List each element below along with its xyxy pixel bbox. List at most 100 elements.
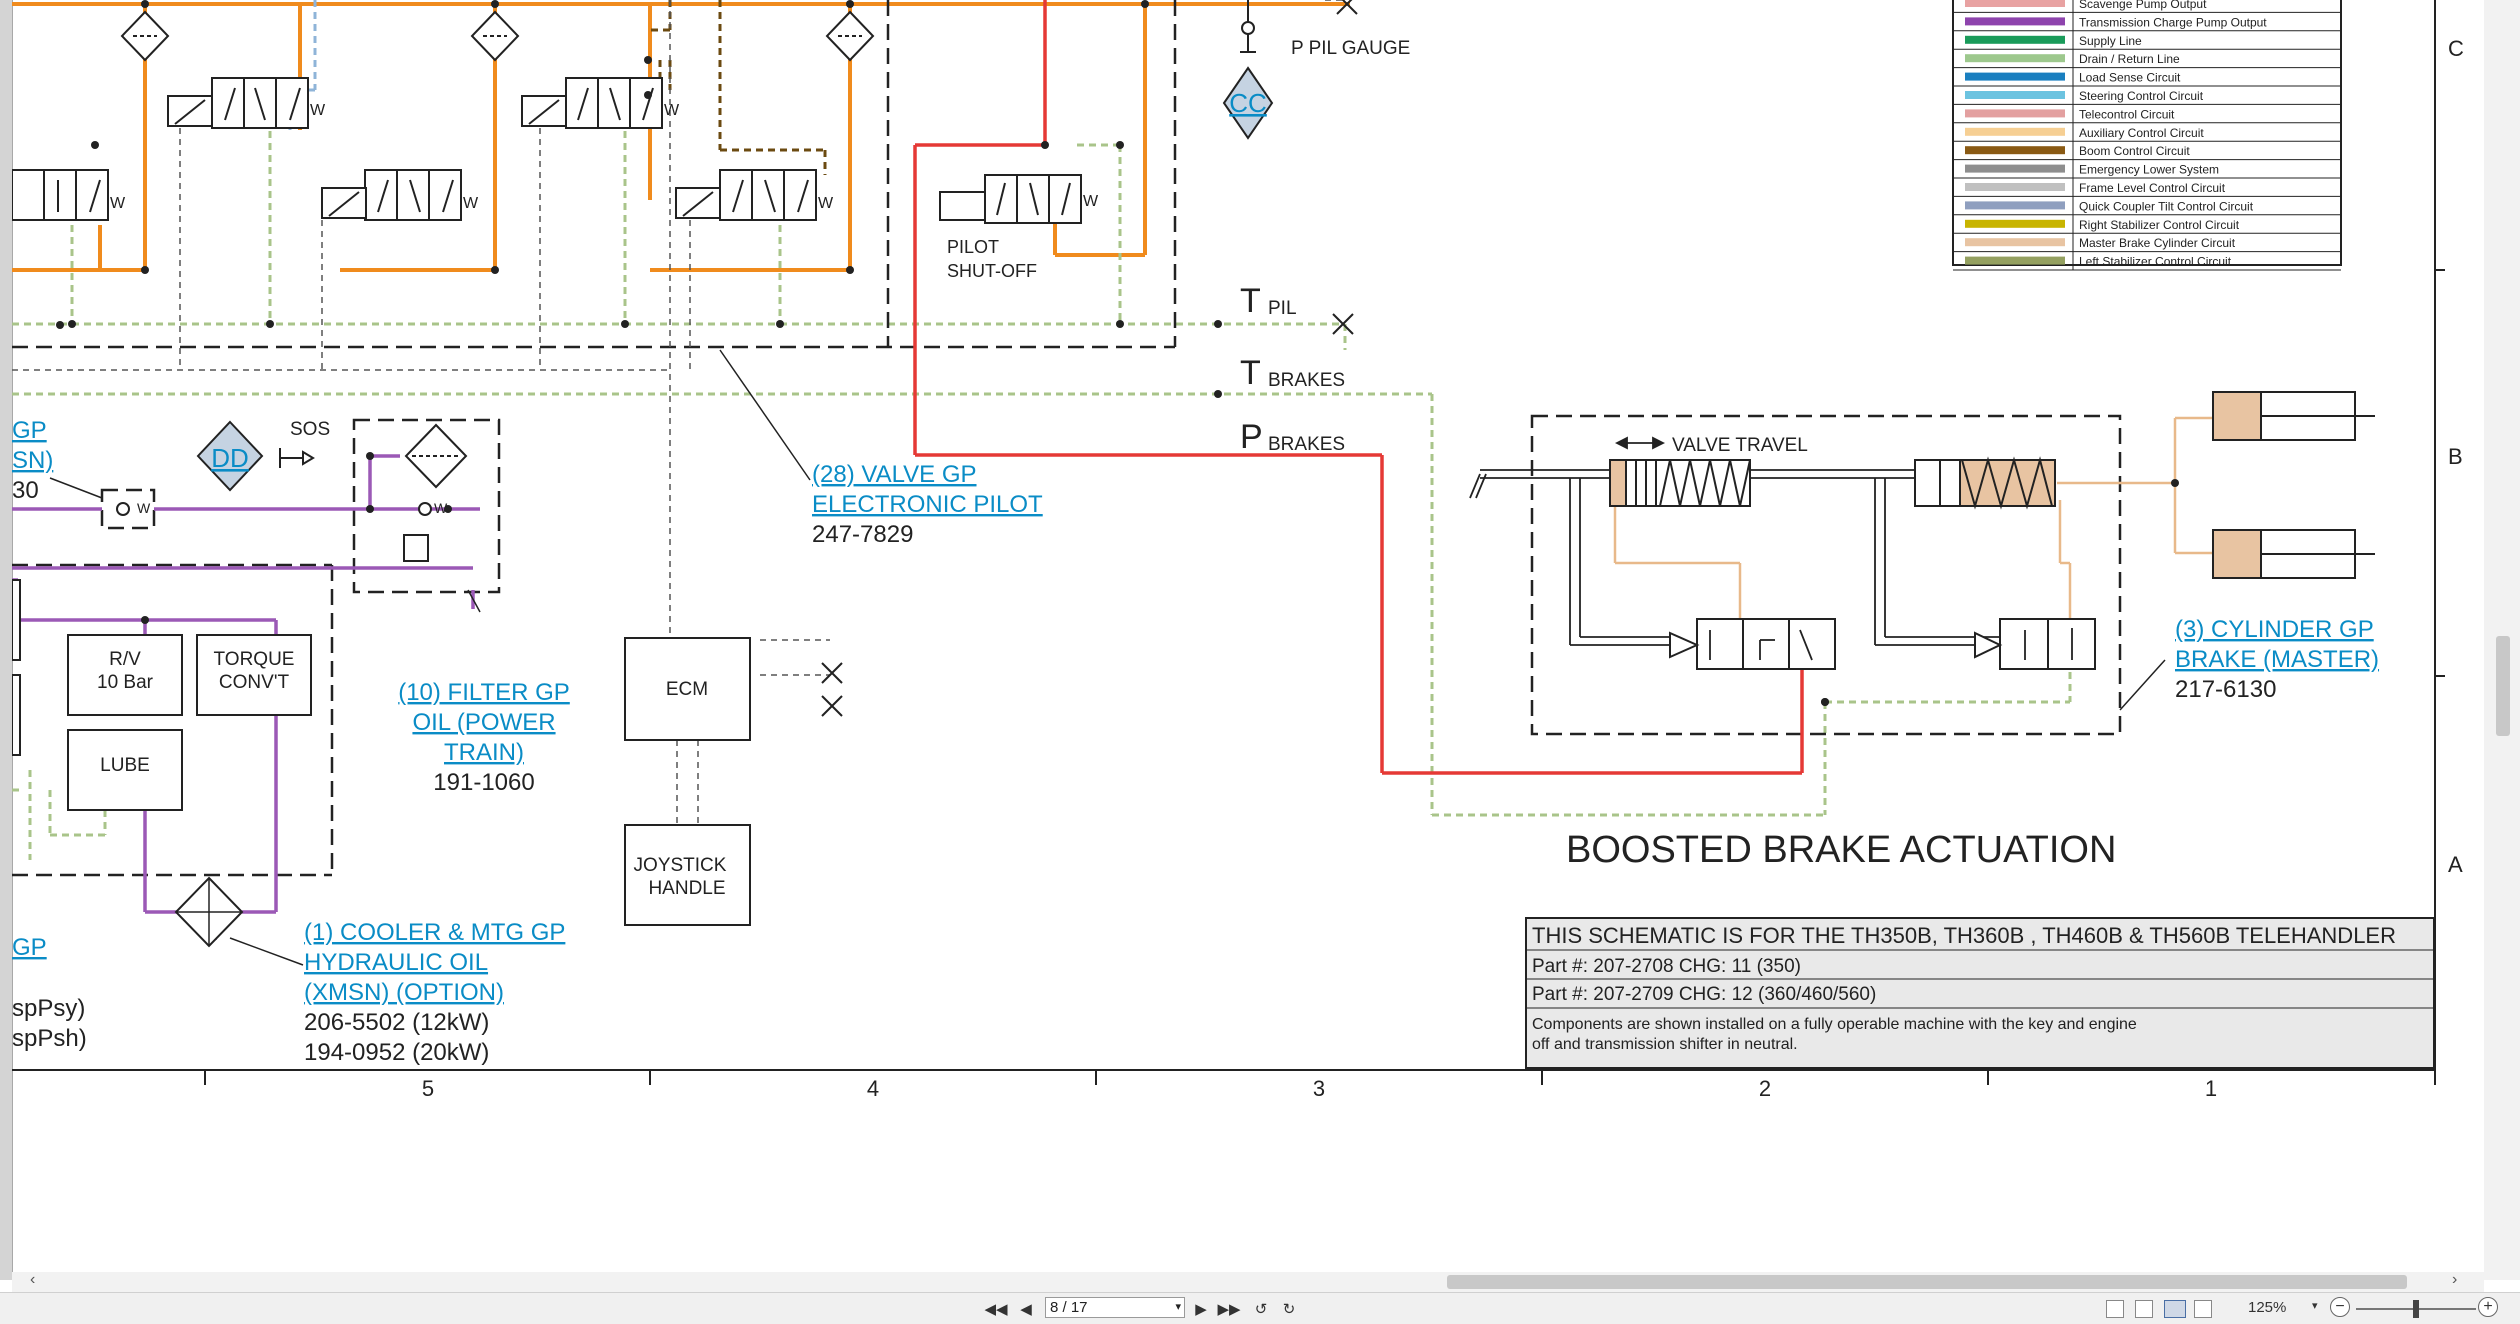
valve-pilot-part: 247-7829 — [812, 521, 913, 548]
svg-text:206-5502 (12kW): 206-5502 (12kW) — [304, 1009, 489, 1036]
svg-text:BRAKE (MASTER)[interactable]: BRAKE (MASTER) — [2175, 646, 2379, 673]
scroll-split-view-icon[interactable] — [2194, 1300, 2212, 1318]
continuous-view-icon[interactable] — [2135, 1300, 2153, 1318]
grid-col-5: 5 — [422, 1076, 434, 1101]
svg-text:PIL: PIL — [1268, 298, 1297, 319]
valve-travel-label: VALVE TRAVEL — [1672, 435, 1808, 456]
p-brakes-label: P — [1240, 418, 1263, 456]
legend-swatch — [1965, 201, 2065, 210]
legend-label: Transmission Charge Pump Output — [2079, 15, 2267, 29]
svg-text:Part #: 207-2708 CHG: 11 (350): Part #: 207-2708 CHG: 11 (350) — [1532, 956, 1801, 977]
zoom-out-icon[interactable]: − — [2330, 1297, 2350, 1317]
svg-text:ELECTRONIC PILOT[interactable]: ELECTRONIC PILOT — [812, 491, 1043, 518]
legend-swatch — [1965, 0, 2065, 7]
legend-row: Steering Control Circuit — [1953, 86, 2341, 105]
previous-page-icon[interactable]: ◀ — [1020, 1301, 1032, 1318]
sos-label: SOS — [290, 419, 330, 440]
svg-text:W: W — [1083, 193, 1099, 210]
last-page-icon[interactable]: ▶▶ — [1217, 1301, 1241, 1318]
valve-pilot-link[interactable]: (28) VALVE GP — [812, 461, 977, 488]
vertical-scrollbar[interactable] — [2484, 0, 2520, 1280]
zoom-in-icon[interactable]: + — [2478, 1297, 2498, 1317]
legend-swatch — [1965, 54, 2065, 63]
two-page-view-icon[interactable] — [2164, 1300, 2186, 1318]
legend-row: Transmission Charge Pump Output — [1953, 12, 2341, 32]
go-back-icon[interactable]: ↺ — [1254, 1301, 1268, 1318]
single-page-view-icon[interactable] — [2106, 1300, 2124, 1318]
gp-link-1[interactable]: GP — [12, 417, 47, 444]
vertical-scroll-thumb[interactable] — [2496, 636, 2510, 736]
svg-text:SHUT-OFF: SHUT-OFF — [947, 261, 1037, 281]
go-forward-icon[interactable]: ↻ — [1282, 1301, 1296, 1318]
cylinder-part: 217-6130 — [2175, 676, 2276, 703]
svg-text:Components are shown installed: Components are shown installed on a full… — [1532, 1016, 2137, 1033]
filter-link[interactable]: (10) FILTER GP — [398, 679, 570, 706]
pilot-shutoff-label: PILOT — [947, 237, 999, 257]
sn-link[interactable]: SN) — [12, 447, 53, 474]
page-number-field[interactable]: 8 / 17 ▾ — [1045, 1297, 1185, 1318]
legend-label: Steering Control Circuit — [2079, 89, 2204, 103]
rv-box — [67, 634, 183, 716]
zoom-slider-thumb[interactable] — [2413, 1300, 2419, 1318]
legend-row: Load Sense Circuit — [1953, 67, 2341, 87]
horizontal-scroll-thumb[interactable] — [1447, 1275, 2407, 1289]
svg-text:W: W — [137, 500, 151, 516]
p-pil-gauge-label: P PIL GAUGE — [1291, 38, 1410, 59]
next-page-icon[interactable]: ▶ — [1195, 1301, 1207, 1318]
legend-label: Master Brake Cylinder Circuit — [2079, 236, 2236, 250]
svg-text:W: W — [310, 102, 326, 119]
cylinder-link[interactable]: (3) CYLINDER GP — [2175, 616, 2374, 643]
scroll-right-icon[interactable]: › — [2452, 1271, 2458, 1288]
gp-link-2[interactable]: GP — [12, 934, 47, 961]
legend-row: Supply Line — [1953, 30, 2341, 50]
dd-marker — [196, 420, 264, 492]
svg-text:TRAIN)[interactable]: TRAIN) — [444, 739, 524, 766]
svg-text:ECM: ECM — [666, 679, 708, 700]
legend-row: Left Stabilizer Control Circuit — [1953, 251, 2341, 271]
cooler-link[interactable]: (1) COOLER & MTG GP — [304, 919, 565, 946]
viewer-toolbar: ◀◀ ◀ 8 / 17 ▾ ▶ ▶▶ ↺ ↻ 125% ▾ − + — [0, 1292, 2520, 1324]
svg-text:JOYSTICK: JOYSTICK — [634, 855, 727, 876]
scroll-left-icon[interactable]: ‹ — [30, 1271, 36, 1288]
svg-text:W: W — [664, 102, 680, 119]
svg-text:spPsy): spPsy) — [12, 995, 85, 1022]
document-page: C B A 5 4 3 2 1 — [11, 0, 2484, 1272]
legend-swatch — [1965, 72, 2065, 81]
grid-col-3: 3 — [1313, 1076, 1325, 1101]
zoom-dropdown-icon[interactable]: ▾ — [2312, 1300, 2318, 1312]
legend-label: Load Sense Circuit — [2079, 71, 2181, 85]
svg-text:CONV'T: CONV'T — [219, 672, 290, 693]
chevron-down-icon[interactable]: ▾ — [1175, 1301, 1181, 1313]
legend-row: Drain / Return Line — [1953, 49, 2341, 69]
joystick-handle-box — [624, 824, 751, 926]
legend-row: Frame Level Control Circuit — [1953, 178, 2341, 197]
orange-supply-lines — [12, 2, 1350, 272]
svg-text:R/V: R/V — [109, 649, 141, 670]
legend-swatch — [1965, 127, 2065, 136]
svg-text:OIL (POWER[interactable]: OIL (POWER — [412, 709, 555, 736]
first-page-icon[interactable]: ◀◀ — [984, 1301, 1008, 1318]
legend-swatch — [1965, 164, 2065, 173]
legend-swatch — [1965, 35, 2065, 44]
grid-col-1: 1 — [2205, 1076, 2217, 1101]
svg-text:(XMSN) (OPTION)[interactable]: (XMSN) (OPTION) — [304, 979, 504, 1006]
spool-valves — [11, 77, 1082, 224]
legend-label: Right Stabilizer Control Circuit — [2079, 218, 2240, 232]
red-pressure-line — [913, 0, 1804, 775]
zoom-level[interactable]: 125% — [2248, 1299, 2287, 1316]
legend-swatch — [1965, 219, 2065, 228]
legend-label: Telecontrol Circuit — [2079, 107, 2175, 121]
legend-row: Right Stabilizer Control Circuit — [1953, 214, 2341, 234]
dd-link[interactable]: DD — [211, 443, 249, 473]
cc-marker — [1222, 66, 1274, 140]
svg-text:BRAKES: BRAKES — [1268, 434, 1345, 455]
t-brakes-label: T — [1240, 354, 1261, 392]
horizontal-scrollbar[interactable]: ‹ › — [12, 1271, 2484, 1292]
legend-label: Auxiliary Control Circuit — [2079, 126, 2204, 140]
svg-text:HYDRAULIC OIL[interactable]: HYDRAULIC OIL — [304, 949, 488, 976]
legend-label: Emergency Lower System — [2079, 163, 2219, 177]
grid-row-a: A — [2448, 852, 2463, 877]
ecm-box — [624, 637, 751, 741]
cc-link[interactable]: CC — [1229, 88, 1267, 118]
